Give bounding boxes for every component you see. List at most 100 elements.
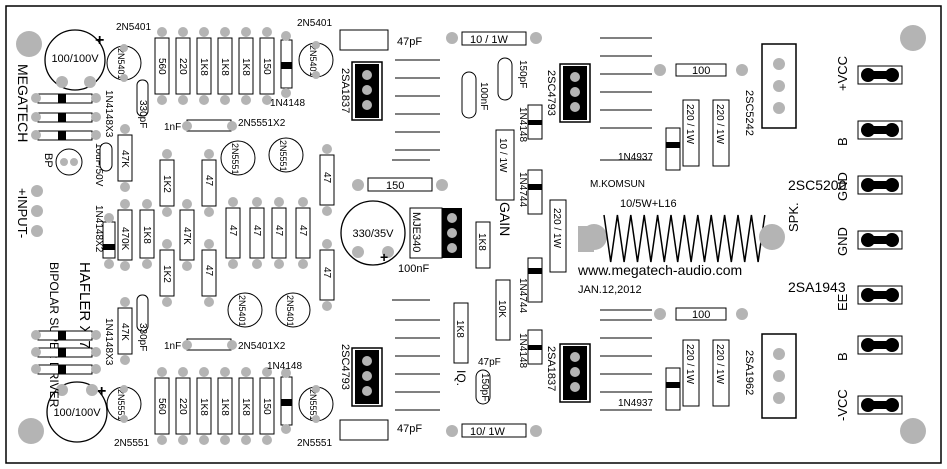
- svg-text:100: 100: [692, 309, 710, 321]
- diode-1n4937-bottom: 1N4937: [618, 367, 681, 411]
- q-mid-3: 2N5401: [227, 292, 263, 328]
- label-2n5401-tl: 2N5401: [116, 22, 151, 33]
- cap-100-100v-top: + 100/100V: [44, 29, 106, 91]
- resistor-bottom-3: 1K8: [217, 367, 233, 445]
- terminal-4[interactable]: EE: [835, 285, 903, 311]
- svg-text:+: +: [380, 249, 388, 265]
- label-1n4148x3-top: 1N4148X3: [103, 90, 114, 138]
- svg-text:+: +: [95, 32, 104, 49]
- label-2n5551-br: 2N5551: [297, 438, 332, 449]
- terminal-3[interactable]: GND: [835, 227, 903, 256]
- diode-1n4148-right-top: 1N4148: [517, 104, 543, 142]
- resistor-47-3-label: 47: [227, 225, 238, 237]
- svg-text:100/100V: 100/100V: [51, 53, 99, 65]
- resistor-47-5-label: 47: [273, 225, 284, 237]
- svg-text:MEGATECH: MEGATECH: [15, 64, 31, 142]
- svg-text:150pF: 150pF: [517, 60, 528, 88]
- svg-text:100: 100: [692, 65, 710, 77]
- resistor-47-2: 47: [201, 239, 217, 307]
- svg-text:+INPUT-: +INPUT-: [15, 188, 30, 238]
- q-mid-4: 2N5401: [275, 292, 311, 328]
- svg-text:IQ.: IQ.: [454, 370, 468, 386]
- terminal-label-3: GND: [835, 227, 850, 256]
- resistor-47-6: 47: [295, 197, 311, 269]
- terminal-1[interactable]: B: [835, 120, 903, 146]
- svg-text:100/100V: 100/100V: [53, 407, 101, 419]
- resistor-top-0: 560: [154, 27, 170, 105]
- svg-text:MJE340: MJE340: [410, 212, 422, 252]
- resistor-47k-b: 47K: [117, 297, 133, 365]
- svg-text:1N4148X3: 1N4148X3: [103, 318, 114, 366]
- resistor-bottom-4-label: 1K8: [240, 398, 251, 416]
- cap-150pf-bottom: 150pF: [475, 369, 491, 405]
- svg-text:2SC5242: 2SC5242: [743, 90, 755, 136]
- terminal-5[interactable]: B: [835, 335, 903, 361]
- cap-100nf-vertical: 100nF: [461, 71, 489, 119]
- terminal-label-1: B: [835, 137, 850, 146]
- resistor-bottom-2: 1K8: [196, 367, 212, 445]
- pair-bot-label: 2SA1943: [788, 279, 846, 295]
- svg-text:2SA1962: 2SA1962: [743, 350, 755, 395]
- label-2n5401-tr: 2N5401: [297, 18, 332, 29]
- svg-text:47pF: 47pF: [397, 423, 422, 435]
- resistor-220-1w-d: 220 / 1W: [712, 339, 730, 407]
- resistor-top-4: 1K8: [238, 27, 254, 105]
- terminal-6[interactable]: -VCC: [835, 389, 903, 421]
- resistor-47k-a-label: 47K: [119, 150, 130, 168]
- svg-text:1N4937: 1N4937: [618, 398, 653, 409]
- resistor-top-5: 150: [259, 27, 275, 105]
- title-text: HAFLER X-7: [76, 262, 93, 349]
- resistor-47-5: 47: [271, 197, 287, 269]
- resistor-47k-a: 47K: [117, 124, 133, 192]
- cap-330pf-top: 330pF: [136, 79, 149, 128]
- svg-text:220 / 1W: 220 / 1W: [714, 344, 725, 385]
- svg-text:2N5551X2: 2N5551X2: [238, 118, 286, 129]
- resistor-47-8: 47: [319, 239, 335, 311]
- q-top-right: 2N5401: [298, 41, 334, 79]
- resistor-1k8-a: 1K8: [139, 199, 155, 269]
- svg-text:47pF: 47pF: [397, 36, 422, 48]
- svg-text:220 / 1W: 220 / 1W: [684, 104, 695, 145]
- svg-text:HAFLER X-7: HAFLER X-7: [76, 262, 93, 349]
- resistor-47-7: 47: [319, 144, 335, 216]
- label-2n5551-bl: 2N5551: [114, 438, 149, 449]
- q-mid-2: 2N5551: [268, 137, 304, 173]
- mounting-hole: [900, 418, 926, 444]
- resistor-47k-c: 47K: [179, 199, 195, 271]
- label-1n4148x2: 1N4148X2: [93, 205, 104, 253]
- svg-text:1N4148: 1N4148: [270, 98, 305, 109]
- zener-1n4744-top: 1N4744: [517, 169, 543, 215]
- cap-47pf-top: 47pF 10 / 1W: [397, 31, 542, 48]
- output-2sc5242: 2SC5242: [743, 43, 797, 136]
- terminal-0[interactable]: +VCC: [835, 56, 903, 91]
- svg-text:2N5401: 2N5401: [308, 45, 318, 77]
- power-terminals[interactable]: +VCC B GND GND EE B -VCC: [835, 56, 903, 421]
- gain-trimmer[interactable]: 10 / 1W GAIN: [495, 57, 515, 236]
- resistor-1k8-a-label: 1K8: [141, 226, 152, 244]
- resistor-bottom-5: 150: [259, 367, 275, 445]
- inductor-coil: 10/5W+L16 SPK.: [578, 198, 801, 263]
- terminal-2[interactable]: GND: [835, 172, 903, 201]
- resistor-top-4-label: 1K8: [240, 58, 251, 76]
- svg-text:47pF: 47pF: [478, 357, 501, 368]
- cap-1nf-bottom: 1nF 2N5401X2: [164, 338, 286, 352]
- resistor-top-2: 1K8: [196, 27, 212, 105]
- resistor-100-bottom: 100: [654, 307, 748, 321]
- svg-text:2N5551: 2N5551: [278, 140, 288, 172]
- label-1n4148x3-bottom: 1N4148X3: [103, 318, 114, 366]
- driver-2sa1837-top: 2SA1837: [339, 29, 389, 121]
- cap-330pf-bottom: 330pF: [136, 294, 149, 351]
- resistor-top-0-label: 560: [156, 58, 167, 75]
- svg-text:1N4744: 1N4744: [517, 172, 528, 207]
- svg-text:2SA1837: 2SA1837: [339, 68, 351, 113]
- svg-text:2N5401: 2N5401: [285, 295, 295, 327]
- svg-text:1N4148X2: 1N4148X2: [93, 205, 104, 253]
- svg-text:GAIN: GAIN: [497, 202, 513, 236]
- resistor-220-1w-b: 220 / 1W: [712, 99, 730, 167]
- diode-1n4148-bottom: 1N4148: [267, 361, 302, 434]
- mje340: MJE340 100nF: [398, 207, 462, 275]
- resistor-47-7-label: 47: [321, 172, 332, 184]
- input-pads[interactable]: [31, 185, 43, 237]
